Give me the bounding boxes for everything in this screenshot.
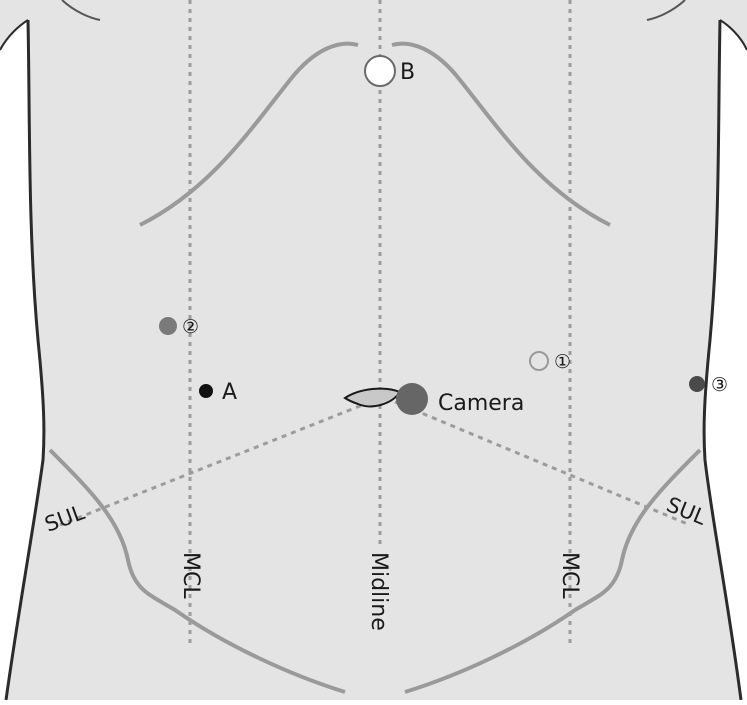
- port-b-marker: [364, 55, 396, 87]
- port-a-label: A: [222, 380, 237, 405]
- umbilicus: [343, 387, 402, 408]
- camera-port-label: Camera: [438, 391, 524, 416]
- port-a-marker: [199, 384, 213, 398]
- right-arm-gap: [704, 20, 747, 700]
- sul-right-line: [394, 400, 691, 527]
- left-costal-margin: [139, 41, 359, 227]
- torso-left-outline: [4, 19, 46, 701]
- right-costal-margin: [391, 41, 611, 227]
- port-1-label: ①: [554, 351, 571, 373]
- left-arm-gap: [0, 20, 44, 700]
- right-pelvic-line: [404, 448, 702, 694]
- port-3-marker: [689, 376, 705, 392]
- port-2-marker: [159, 317, 177, 335]
- left-outer-edge: [0, 19, 29, 51]
- right-outer-edge: [719, 19, 747, 51]
- camera-port-marker: [396, 383, 428, 415]
- port-2-label: ②: [182, 316, 199, 338]
- right-shoulder-line: [646, 0, 686, 21]
- left-pelvic-line: [48, 448, 346, 694]
- port-3-label: ③: [711, 374, 728, 396]
- port-1-marker: [529, 351, 549, 371]
- port-b-label: B: [400, 60, 415, 85]
- mcl-right-label: MCL: [557, 552, 582, 599]
- left-shoulder-line: [61, 0, 101, 21]
- mcl-left-label: MCL: [178, 552, 203, 599]
- torso-right-outline: [702, 19, 743, 701]
- midline-label: Midline: [366, 552, 391, 631]
